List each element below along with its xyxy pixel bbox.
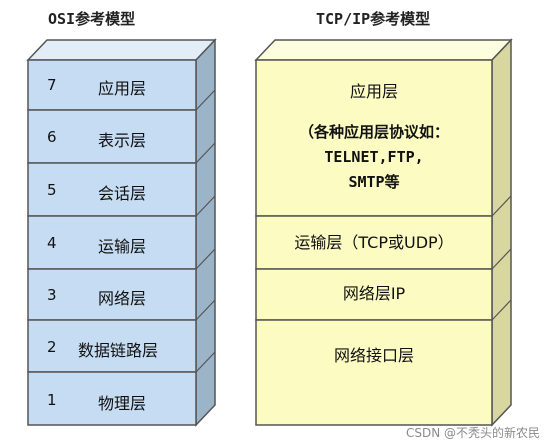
osi-title: OSI参考模型	[48, 10, 136, 28]
osi-layer-4-number: 4	[47, 234, 57, 252]
tcpip-application-detail-1: （各种应用层协议如：	[298, 123, 449, 141]
tcpip-application-name: 应用层	[349, 82, 398, 101]
osi-layer-3-number: 3	[47, 286, 57, 304]
osi-layer-1-box	[27, 371, 197, 426]
tcpip-interface-box	[255, 319, 493, 426]
osi-layer-1-name: 物理层	[98, 394, 147, 413]
osi-stack	[26, 38, 217, 427]
osi-layer-2-box	[27, 319, 197, 373]
tcpip-title: TCP/IP参考模型	[316, 10, 431, 28]
osi-layer-7-box	[27, 59, 197, 111]
osi-layer-6-number: 6	[47, 128, 57, 146]
osi-layer-5-number: 5	[47, 181, 57, 199]
osi-layer-2-name: 数据链路层	[78, 341, 159, 360]
osi-layer-4-box	[27, 215, 197, 270]
osi-layer-2-number: 2	[47, 338, 57, 356]
tcpip-top-face	[254, 39, 513, 61]
tcpip-stack	[254, 38, 513, 427]
tcpip-transport-name: 运输层（TCP或UDP）	[294, 233, 454, 252]
tcpip-application-detail-2: TELNET,FTP,	[324, 148, 424, 166]
tcpip-side-face	[491, 38, 512, 427]
osi-layer-7-name: 应用层	[98, 79, 147, 98]
tcpip-application-detail-3: SMTP等	[348, 173, 400, 191]
tcpip-network-name: 网络层IP	[342, 284, 406, 303]
watermark: CSDN @不秃头的新农民	[405, 426, 540, 440]
osi-top-face	[26, 39, 217, 61]
osi-layer-5-name: 会话层	[98, 184, 147, 203]
osi-layer-1-number: 1	[47, 391, 57, 409]
tcpip-transport-box	[255, 215, 493, 270]
osi-layer-7-number: 7	[47, 76, 57, 94]
osi-layer-6-name: 表示层	[98, 131, 147, 150]
osi-layer-6-box	[27, 109, 197, 164]
osi-layer-3-name: 网络层	[98, 289, 147, 308]
tcpip-application-box	[255, 59, 493, 217]
tcpip-network-box	[255, 268, 493, 321]
tcpip-interface-name: 网络接口层	[333, 346, 414, 365]
osi-side-face	[195, 38, 216, 427]
osi-layer-4-name: 运输层	[98, 237, 147, 256]
